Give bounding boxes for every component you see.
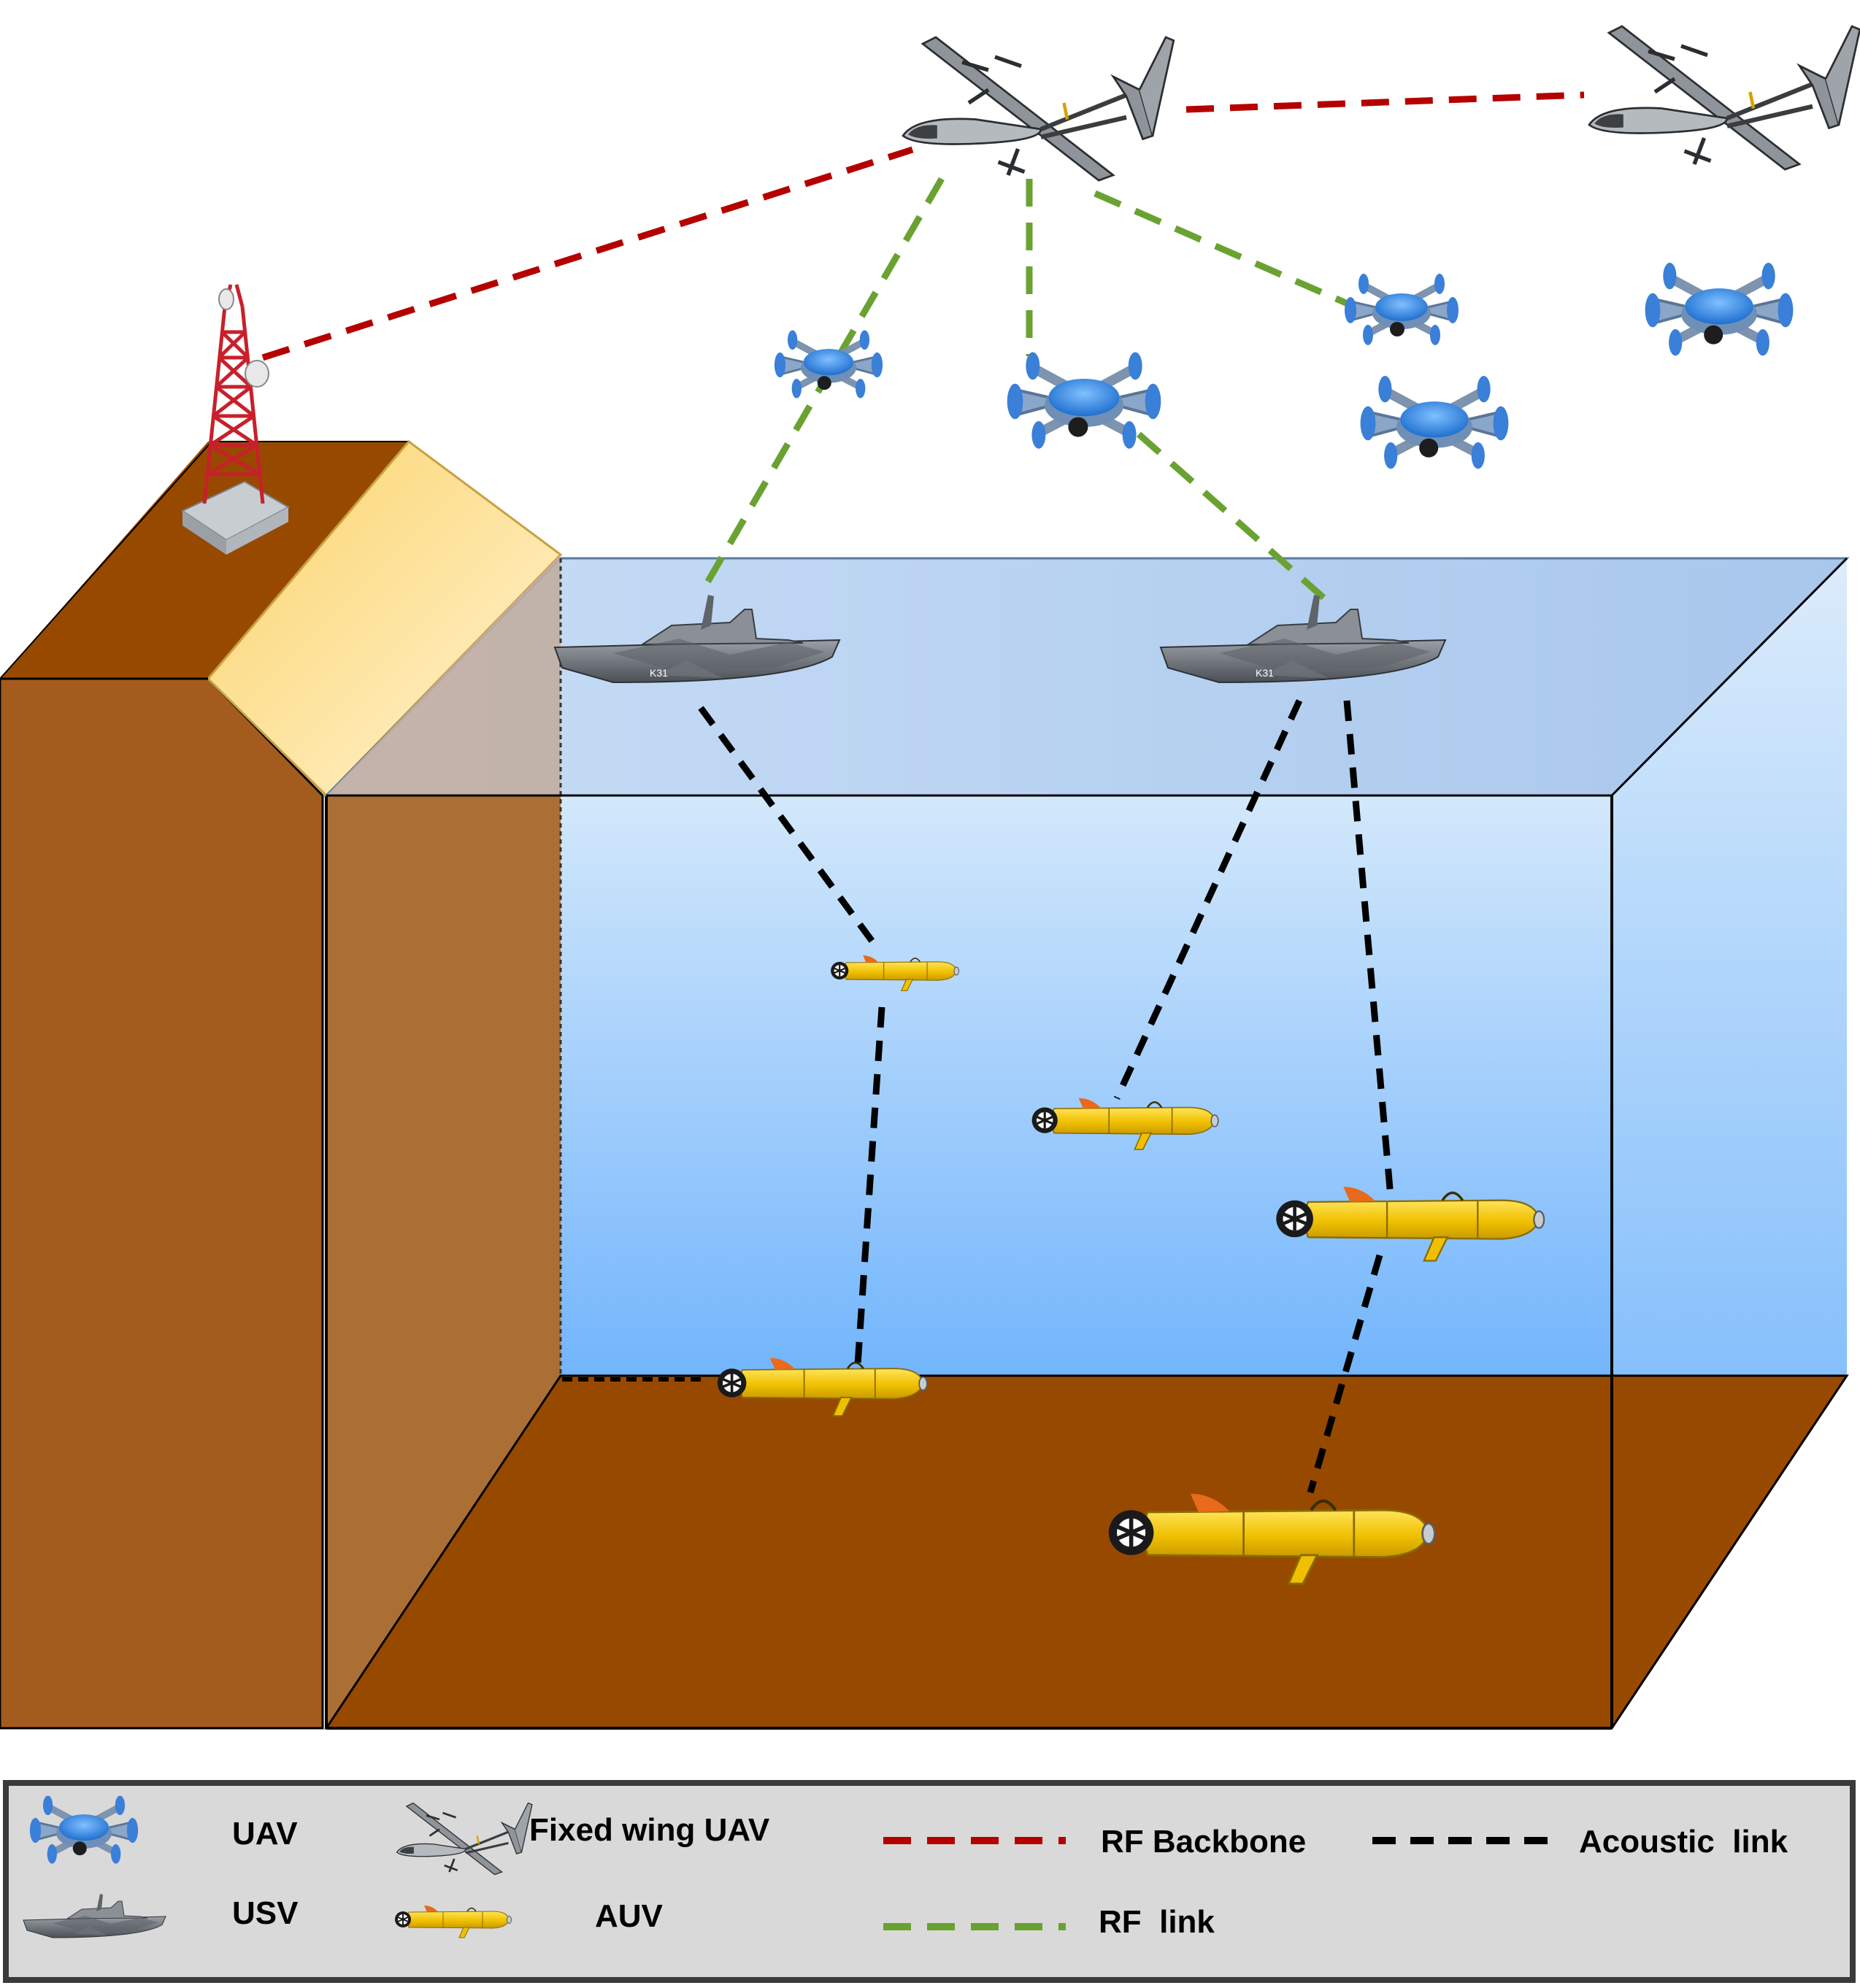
quad-uav-left: [775, 331, 883, 398]
quad-uav-center: [1007, 352, 1161, 449]
usv-hull-number: K31: [650, 667, 668, 679]
legend-rf-link-label: RF link: [1099, 1904, 1215, 1940]
rf-backbone-tower-to-fixedwing: [261, 146, 914, 361]
legend-uav-label: UAV: [232, 1816, 298, 1852]
coastal-land: [0, 439, 563, 1730]
usv-hull-number: K31: [1256, 667, 1274, 679]
usv-left: K31: [554, 594, 840, 683]
acoustic-link-auv-right-to-auv-floor: [1307, 1254, 1383, 1494]
rf-link-fixedwing-to-quad-right: [1094, 190, 1356, 310]
acoustic-link-usv-right-to-auv-mid: [1113, 699, 1303, 1100]
usv-right: K31: [1160, 594, 1446, 683]
legend-auv-label: AUV: [595, 1898, 664, 1934]
radio-tower: [180, 284, 291, 555]
rf-links: [702, 177, 1356, 605]
rf-backbone-fixedwing-to-fixedwing: [1185, 91, 1585, 113]
legend-rf-backbone-label: RF Backbone: [1101, 1824, 1306, 1860]
quad-uav-right-top: [1345, 274, 1459, 345]
legend-acoustic-link-label: Acoustic link: [1579, 1824, 1788, 1860]
quad-uav-far-right: [1645, 263, 1794, 355]
legend: UAV USV Fixed wing UAV AUV RF Backbone R…: [3, 1780, 1856, 1983]
fixed-wing-uav-center: [903, 37, 1174, 180]
rf-backbone-links: [261, 91, 1585, 361]
legend-fixed-wing-label: Fixed wing UAV: [529, 1812, 770, 1848]
acoustic-link-usv-right-to-auv-right: [1343, 700, 1394, 1198]
acoustic-link-auv-to-auv-floor: [854, 1006, 885, 1365]
acoustic-links: [562, 699, 1394, 1494]
acoustic-link-usv-left-to-auv: [698, 706, 875, 944]
legend-usv-label: USV: [232, 1895, 299, 1931]
quad-uav-right: [1361, 376, 1509, 469]
fixed-wing-uav-right: [1589, 26, 1860, 169]
